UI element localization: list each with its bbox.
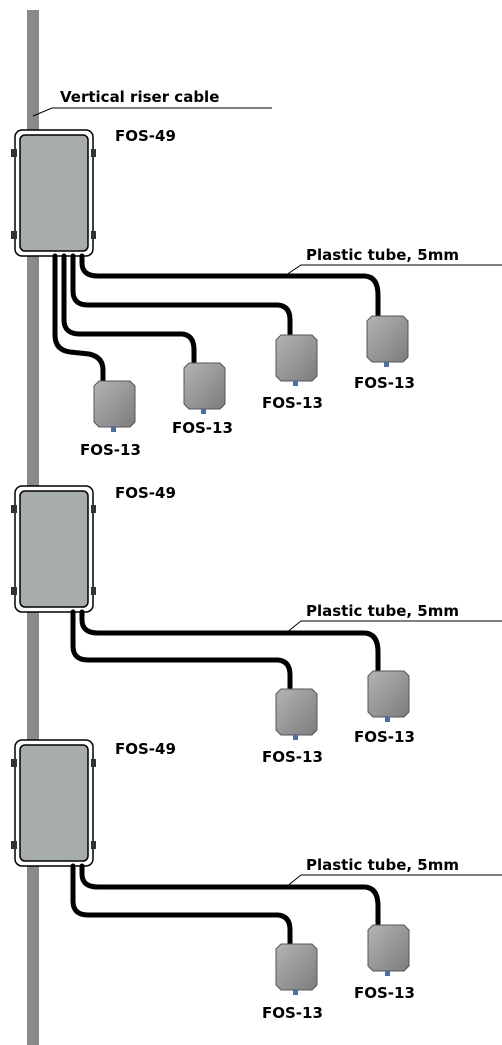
fos49-enclosure bbox=[11, 129, 96, 257]
enclosure-label: FOS-49 bbox=[115, 127, 176, 145]
enclosure-label: FOS-49 bbox=[115, 484, 176, 502]
tube-label: Plastic tube, 5mm bbox=[306, 602, 459, 620]
riser-leader-line bbox=[32, 107, 272, 117]
terminal-label: FOS-13 bbox=[80, 441, 141, 459]
terminal-label: FOS-13 bbox=[354, 984, 415, 1002]
fos49-enclosure bbox=[11, 739, 96, 867]
group-1: FOS-49 FOS-13 FOS-13 FOS-13 FOS-13 Plast… bbox=[11, 127, 502, 459]
terminal-label: FOS-13 bbox=[172, 419, 233, 437]
terminal-label: FOS-13 bbox=[354, 374, 415, 392]
terminal-label: FOS-13 bbox=[262, 1004, 323, 1022]
tube-leader-line bbox=[285, 264, 502, 276]
fos13-terminal bbox=[367, 924, 410, 976]
group-2: FOS-49 FOS-13 FOS-13 Plastic tube, 5mm bbox=[11, 484, 502, 766]
tube-label: Plastic tube, 5mm bbox=[306, 856, 459, 874]
fos13-terminal bbox=[183, 362, 226, 414]
tube-label: Plastic tube, 5mm bbox=[306, 246, 459, 264]
fos13-terminal bbox=[93, 380, 136, 432]
drop-cables bbox=[70, 863, 381, 946]
fos13-terminal bbox=[275, 334, 318, 386]
fos13-terminal bbox=[367, 670, 410, 722]
tube-leader-line bbox=[285, 620, 502, 634]
fos13-terminal bbox=[366, 315, 409, 367]
fos13-terminal bbox=[275, 943, 318, 995]
enclosure-label: FOS-49 bbox=[115, 740, 176, 758]
terminal-label: FOS-13 bbox=[262, 394, 323, 412]
drop-cables bbox=[52, 253, 381, 383]
riser-label: Vertical riser cable bbox=[60, 88, 219, 106]
terminal-label: FOS-13 bbox=[354, 728, 415, 746]
group-3: FOS-49 FOS-13 FOS-13 Plastic tube, 5mm bbox=[11, 739, 502, 1022]
fos49-enclosure bbox=[11, 485, 96, 613]
drop-cables bbox=[70, 609, 381, 691]
tube-leader-line bbox=[285, 874, 502, 888]
terminal-label: FOS-13 bbox=[262, 748, 323, 766]
fos13-terminal bbox=[275, 688, 318, 740]
